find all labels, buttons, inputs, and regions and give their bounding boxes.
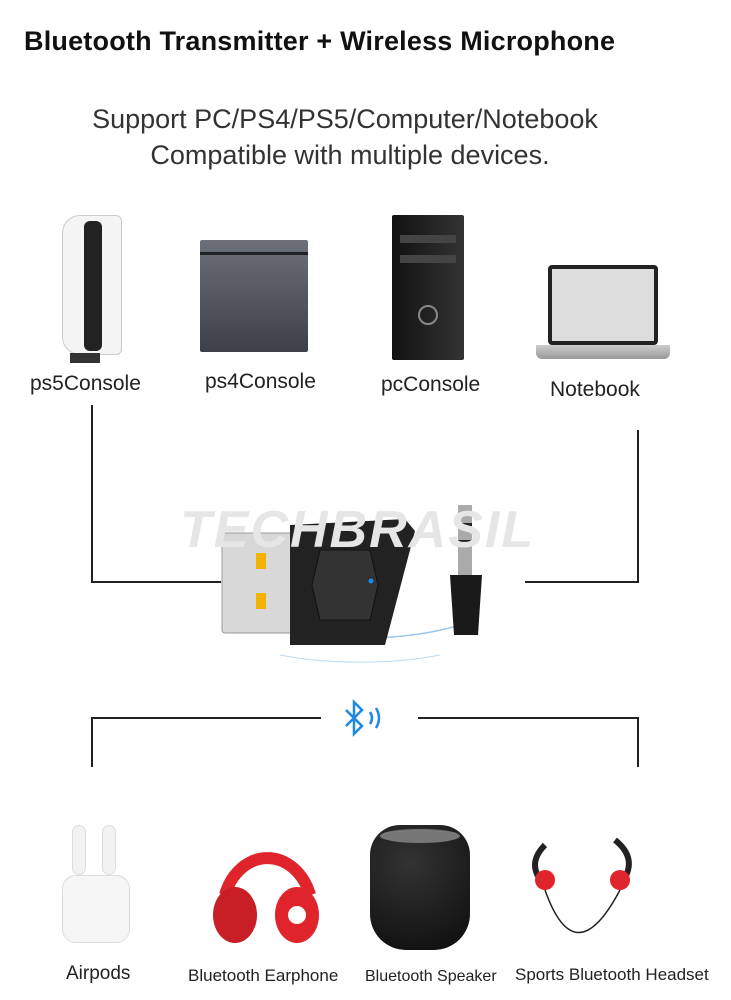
connector-line (91, 717, 93, 767)
sports-headset-image (532, 837, 632, 933)
top-device-label: pcConsole (381, 373, 481, 396)
ps5-console-image (62, 215, 122, 363)
subtitle-line-1: Support PC/PS4/PS5/Computer/Notebook (92, 104, 598, 134)
connector-line (418, 717, 639, 719)
airpods-image (62, 825, 132, 945)
connector-line (91, 581, 221, 583)
connector-line (91, 717, 321, 719)
bottom-device-label: Bluetooth Speaker (365, 968, 497, 985)
connector-line (637, 430, 639, 583)
subtitle-line-2: Compatible with multiple devices. (150, 140, 550, 170)
top-device-label: ps4Console (205, 370, 316, 393)
bottom-device-label: Bluetooth Earphone (188, 966, 339, 985)
connector-line (637, 717, 639, 767)
ps4-console-image (200, 240, 310, 355)
bluetooth-icon (345, 698, 381, 738)
bluetooth-dongle-image (221, 505, 482, 663)
pc-tower-image (392, 215, 464, 360)
watermark: TECHBRASIL (180, 501, 536, 559)
connector-line (91, 405, 93, 583)
top-device-label: Notebook (550, 378, 640, 401)
speaker-image (370, 825, 470, 950)
bottom-device-label: Sports Bluetooth Headset (515, 965, 709, 984)
top-device-label: ps5Console (30, 372, 141, 395)
connector-line (525, 581, 639, 583)
page-title: Bluetooth Transmitter + Wireless Microph… (24, 26, 616, 56)
bottom-device-label: Airpods (66, 963, 131, 984)
headphones-image (213, 852, 319, 943)
laptop-image (536, 265, 670, 361)
